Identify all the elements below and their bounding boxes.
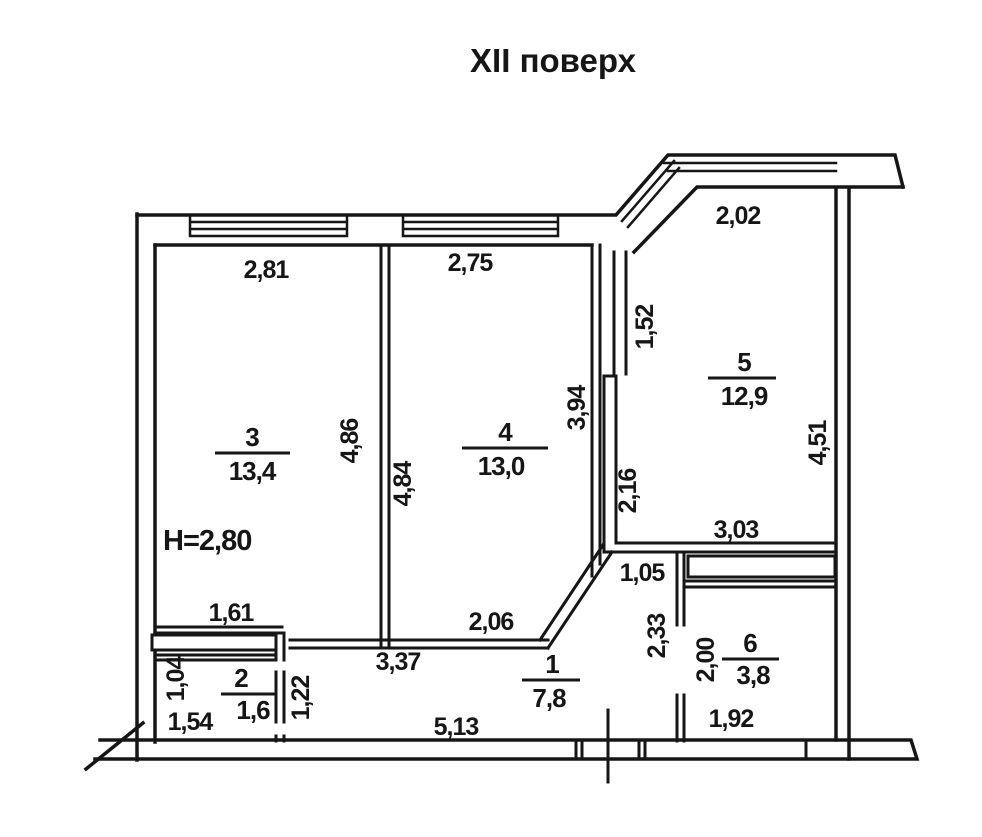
dim-r2-left: 1,04 (162, 656, 190, 702)
room3-number: 3 (245, 422, 259, 452)
dim-w3-top: 2,81 (244, 256, 290, 284)
entrance-marks (574, 708, 808, 784)
room4-label: 4 13,0 (462, 417, 548, 481)
room1-label: 1 7,8 (522, 649, 580, 713)
dim-w4-top: 2,75 (448, 249, 494, 277)
dim-hall-alcove-top: 1,05 (620, 559, 666, 587)
dim-w5-top: 2,02 (716, 202, 761, 230)
room5-label: 5 12,9 (708, 347, 776, 411)
dimension-labels: 2,81 2,75 2,02 3,03 1,05 1,92 1,61 1,54 … (162, 202, 832, 741)
bottom-wall (93, 738, 920, 761)
room5-number: 5 (737, 347, 751, 377)
room3-label: 3 13,4 (215, 422, 290, 486)
exterior-walls (83, 153, 920, 772)
outer-top-wall (135, 153, 906, 217)
room3-window (188, 213, 349, 238)
dim-hall-alcove-right: 2,33 (643, 614, 671, 659)
room3-area: 13,4 (229, 456, 277, 486)
dim-r6-bottom: 1,92 (709, 705, 754, 733)
room2-top-wall (153, 653, 278, 662)
room2-label: 2 1,6 (221, 663, 276, 725)
room3-room4-divider (379, 243, 391, 648)
room2-number: 2 (234, 663, 248, 693)
room1-number: 1 (545, 649, 559, 679)
dim-r3-right: 4,86 (336, 419, 364, 464)
room3-bottom-wall (153, 625, 284, 635)
dim-r5-left-upper: 1,52 (631, 305, 659, 350)
plan-title: XII поверх (470, 42, 637, 79)
inner-top-right-wall (631, 185, 905, 255)
dim-hall-bottom: 5,13 (434, 713, 479, 741)
room-labels: 3 13,4 4 13,0 5 12,9 1 7,8 2 1,6 6 3,8 (215, 347, 779, 725)
room5-top-window (662, 161, 838, 173)
dim-r4-bottom: 2,06 (469, 608, 514, 636)
room6-area: 3,8 (736, 660, 770, 690)
room6-number: 6 (743, 628, 757, 658)
hall-left-wall (274, 631, 286, 743)
room6-label: 6 3,8 (722, 628, 779, 690)
room5-left-wall-upper (612, 250, 628, 376)
room2-area: 1,6 (236, 695, 270, 725)
room1-area: 7,8 (532, 683, 566, 713)
room2-top-block (150, 633, 278, 652)
room4-area: 13,0 (478, 451, 525, 481)
dim-r5-right: 4,51 (804, 420, 832, 466)
dim-r3-bottom: 1,61 (209, 599, 255, 627)
dim-hall-top-width: 3,37 (376, 648, 421, 676)
room4-right-wall (590, 243, 602, 578)
room5-bottom-wall (602, 541, 838, 554)
interior-walls (150, 243, 838, 743)
room5-diagonal-window (620, 159, 681, 229)
room6-left-wall (675, 550, 686, 743)
dim-r4-right-lower: 2,16 (614, 469, 642, 514)
dim-r4-right-upper: 3,94 (563, 385, 591, 431)
room4-window (401, 213, 560, 238)
hall-top-wall (288, 638, 550, 650)
room4-number: 4 (498, 417, 513, 447)
dim-r5-bottom: 3,03 (714, 516, 759, 544)
dim-r6-left: 2,00 (692, 638, 720, 683)
dim-r2-bottom: 1,54 (168, 708, 214, 736)
ceiling-height-label: H=2,80 (163, 525, 251, 557)
dim-hall-left: 1,22 (287, 676, 315, 721)
bottom-left-break-line (83, 720, 146, 772)
room5-left-wall-lower (602, 374, 618, 554)
room5-area: 12,9 (721, 381, 768, 411)
hall-diagonal-wall (537, 542, 615, 651)
room6-top-duct (686, 554, 837, 579)
room6-top-wall (682, 579, 838, 589)
windows (188, 159, 838, 238)
door-jamb-ticks (574, 739, 808, 761)
dim-r4-left: 4,84 (389, 461, 417, 507)
